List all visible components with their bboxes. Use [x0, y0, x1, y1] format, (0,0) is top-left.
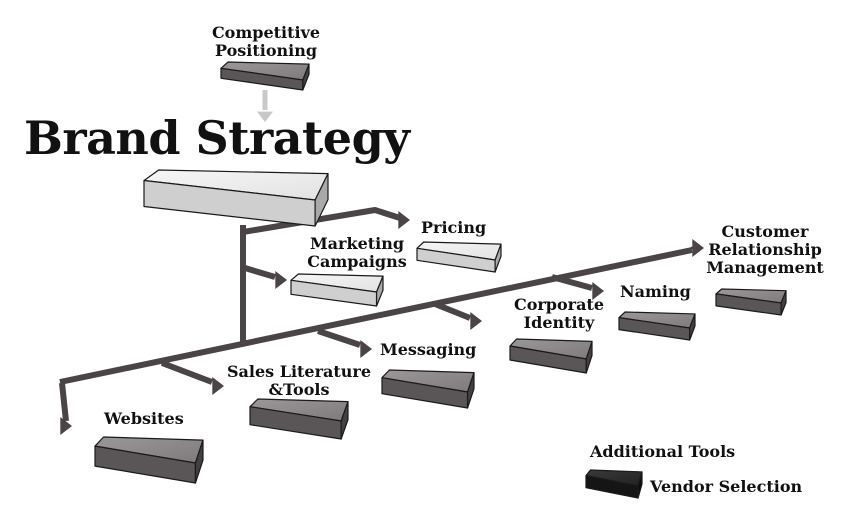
box-side-face	[302, 63, 310, 91]
branch-messaging	[317, 328, 361, 348]
branch-websites	[59, 382, 69, 422]
arrow-pricing	[398, 211, 410, 229]
label-line: Sales Literature	[226, 362, 372, 381]
box-side-face	[194, 439, 204, 484]
label-line: Relationship	[708, 240, 822, 259]
competitive-down-arrow	[257, 111, 273, 122]
trunk-arrow-crm	[692, 239, 704, 257]
branch-pricing	[242, 207, 401, 235]
label-line: Positioning	[214, 41, 318, 60]
arrow-sales	[212, 377, 224, 395]
box-side-face	[689, 313, 696, 341]
label-naming: Naming	[620, 282, 691, 301]
legend-box-vendor-selection	[585, 469, 643, 499]
label-line: Competitive	[211, 23, 321, 42]
legend-vendor-selection: Vendor Selection	[650, 477, 803, 496]
box-competitive-positioning	[220, 61, 310, 91]
box-side-face	[314, 173, 329, 227]
box-brand-strategy	[143, 169, 329, 227]
box-pricing	[416, 241, 502, 273]
box-side-face	[340, 401, 349, 440]
arrow-websites	[60, 417, 72, 435]
label-line: Identity	[523, 313, 595, 332]
box-side-face	[780, 290, 787, 316]
label-line: &Tools	[268, 380, 330, 399]
legend-heading: Additional Tools	[590, 442, 736, 461]
arrow-naming	[592, 282, 604, 300]
label-messaging: Messaging	[380, 340, 477, 359]
box-side-face	[585, 340, 593, 374]
branch-marketing	[244, 265, 276, 280]
label-customer-relationship-management: Customer Relationship Management	[690, 223, 840, 277]
arrow-corporate-identity	[470, 312, 482, 330]
branch-corporate-identity	[433, 301, 472, 321]
branch-naming	[551, 274, 593, 291]
box-side-face	[375, 275, 384, 307]
box-side-face	[637, 471, 643, 499]
arrow-marketing	[275, 271, 287, 289]
label-line: Campaigns	[307, 252, 407, 271]
main-trunk-connector	[59, 247, 693, 385]
label-competitive-positioning: Competitive Positioning	[196, 24, 336, 60]
connector-lines	[59, 90, 704, 435]
label-pricing: Pricing	[421, 218, 487, 237]
label-marketing-campaigns: Marketing Campaigns	[282, 235, 432, 271]
label-line: Management	[706, 258, 824, 277]
box-websites	[94, 436, 204, 484]
label-websites: Websites	[104, 409, 184, 428]
box-crm	[715, 288, 787, 316]
label-line: Corporate	[513, 295, 605, 314]
box-side-face	[466, 372, 475, 409]
module-boxes	[94, 61, 787, 499]
box-corporate-identity	[509, 338, 593, 374]
label-sales-literature-tools: Sales Literature &Tools	[214, 363, 384, 399]
box-side-face	[494, 243, 502, 273]
branch-sales	[160, 360, 214, 385]
diagram-title: Brand Strategy	[24, 111, 410, 165]
box-messaging	[381, 369, 475, 409]
label-corporate-identity: Corporate Identity	[489, 296, 629, 332]
arrow-messaging	[360, 340, 372, 358]
box-naming	[618, 311, 696, 341]
trunk-tip	[688, 246, 694, 253]
label-line: Marketing	[309, 234, 405, 253]
box-sales-literature-tools	[249, 398, 349, 440]
label-line: Customer	[721, 222, 809, 241]
box-marketing-campaigns	[290, 273, 384, 307]
